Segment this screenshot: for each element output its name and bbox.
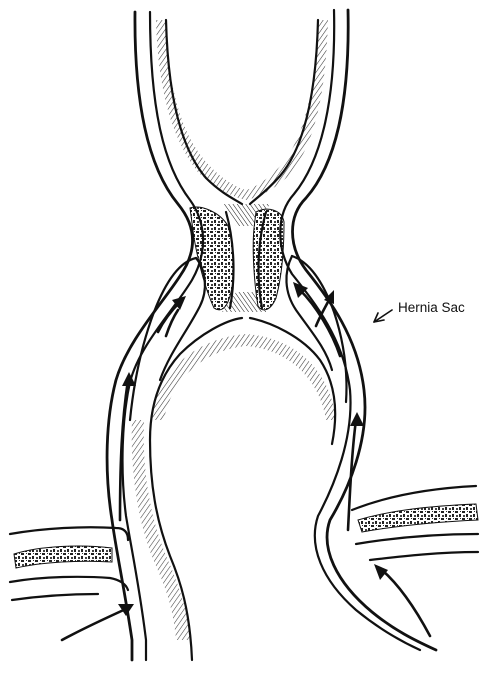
hernia-sac-label: Hernia Sac — [398, 300, 465, 315]
hernia-sac-label-group: Hernia Sac — [374, 300, 465, 322]
muscle-patches — [14, 207, 478, 568]
upper-bowel-shading — [156, 20, 328, 226]
